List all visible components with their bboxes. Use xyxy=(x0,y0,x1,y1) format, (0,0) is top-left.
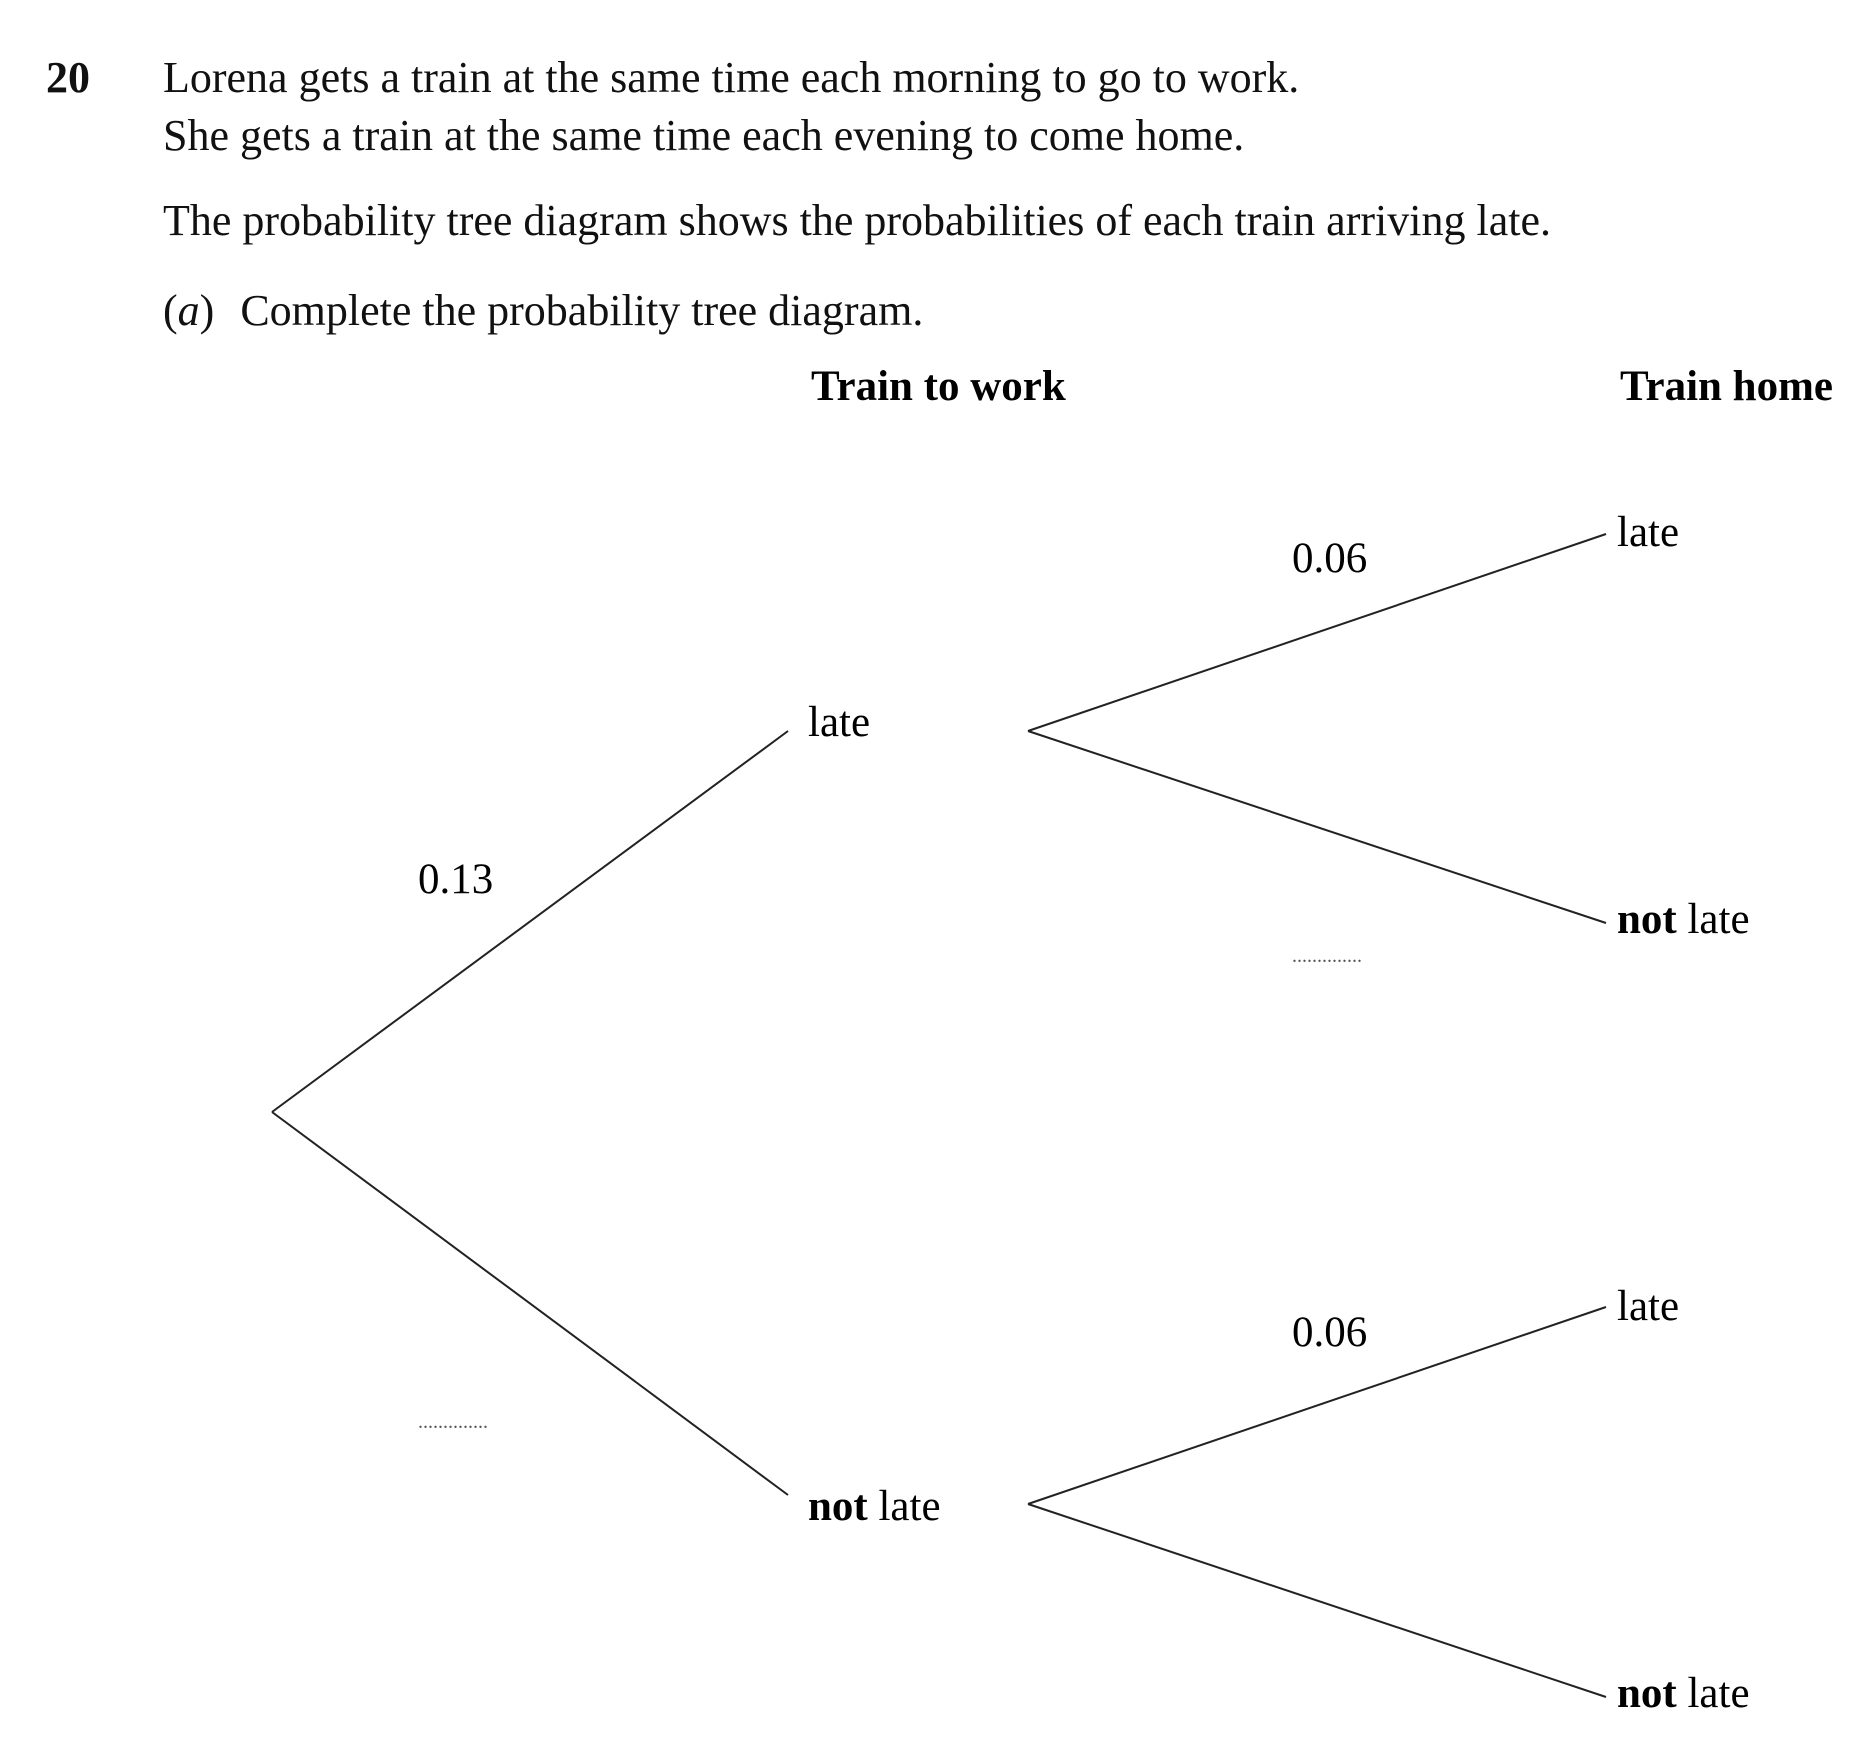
question-text-line-2: She gets a train at the same time each e… xyxy=(163,111,1245,160)
outcome-not-late-not-late: not late xyxy=(1617,1670,1750,1717)
outcome-late-rest: late xyxy=(1677,1670,1750,1717)
outcome-late-late: late xyxy=(1617,509,1679,556)
branch-root-to-not-late xyxy=(271,1111,789,1496)
outcome-stage1-not-late: not late xyxy=(808,1483,941,1530)
header-train-home: Train home xyxy=(1620,363,1833,410)
header-train-to-work: Train to work xyxy=(811,363,1066,410)
outcome-stage1-late: late xyxy=(808,699,870,746)
answer-blank-late-not-late[interactable]: .............. xyxy=(1292,945,1362,967)
branch-late-to-not-late xyxy=(1027,730,1607,924)
outcome-not-bold: not xyxy=(1617,896,1677,943)
probability-stage1-late: 0.13 xyxy=(418,856,493,903)
branch-root-to-late xyxy=(271,730,789,1113)
question-number: 20 xyxy=(46,53,90,102)
part-instruction: Complete the probability tree diagram. xyxy=(240,286,924,335)
answer-blank-stage1-not-late[interactable]: .............. xyxy=(418,1411,488,1433)
outcome-not-bold: not xyxy=(1617,1670,1677,1717)
branch-late-to-late xyxy=(1027,533,1607,732)
outcome-not-bold: not xyxy=(808,1483,868,1530)
question-text-line-1: Lorena gets a train at the same time eac… xyxy=(163,53,1300,102)
part-label-wrapper: (a) xyxy=(163,286,215,335)
tree-branches xyxy=(271,533,1607,1698)
branch-not-late-to-not-late xyxy=(1027,1503,1607,1698)
part-a-instruction-line: (a) Complete the probability tree diagram… xyxy=(163,285,923,336)
outcome-not-late-late: late xyxy=(1617,1283,1679,1330)
outcome-late-not-late: not late xyxy=(1617,896,1750,943)
question-text-line-3: The probability tree diagram shows the p… xyxy=(163,196,1551,245)
outcome-late-rest: late xyxy=(1677,896,1750,943)
branch-not-late-to-late xyxy=(1027,1306,1607,1505)
probability-not-late-late: 0.06 xyxy=(1292,1309,1367,1356)
outcome-late-rest: late xyxy=(868,1483,941,1530)
probability-late-late: 0.06 xyxy=(1292,535,1367,582)
part-label: a xyxy=(177,286,200,335)
